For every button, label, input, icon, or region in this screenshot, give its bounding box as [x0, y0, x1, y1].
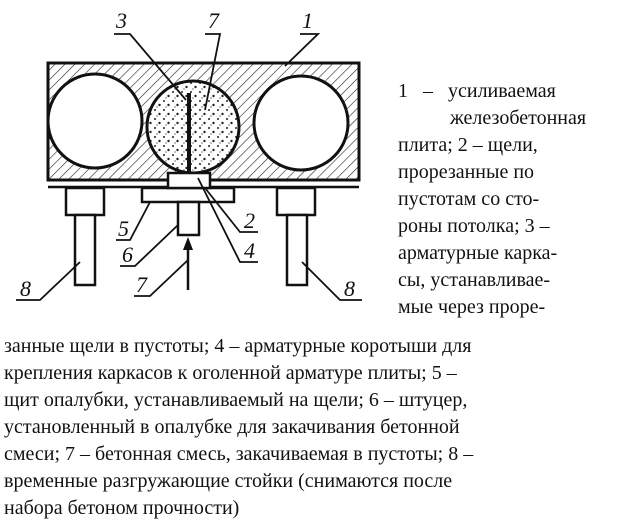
caption-column: 1 – усиливаемая железобетонная плита; 2 … [398, 78, 610, 321]
post-right-head [275, 186, 317, 217]
leader-lines [16, 33, 362, 301]
label-7-top: 7 [208, 8, 220, 33]
post-left-head [64, 186, 106, 217]
caption-line: смеси; 7 – бетонная смесь, закачиваемая … [4, 443, 474, 465]
caption-line: мые через проре- [398, 296, 546, 318]
void-left [46, 72, 144, 170]
caption-line: пустотам со сто- [398, 188, 540, 210]
fitting [176, 200, 201, 237]
caption-line: плита; 2 – щели, [398, 134, 538, 156]
caption-line: щит опалубки, устанавливаемый на щели; 6… [4, 389, 468, 411]
label-1: 1 [302, 8, 313, 33]
caption-line: крепления каркасов к оголенной арматуре … [4, 362, 457, 384]
label-8-left: 8 [20, 276, 31, 301]
caption-line: прорезанные по [398, 161, 535, 183]
label-2: 2 [244, 208, 255, 233]
caption-line: сы, устанавливае- [398, 269, 551, 291]
void-right [252, 74, 350, 172]
void-center [145, 79, 241, 175]
formwork-shield [140, 186, 236, 204]
caption-line: железобетонная [450, 107, 587, 129]
post-right [285, 213, 309, 287]
slot [166, 171, 212, 190]
label-5: 5 [118, 216, 129, 241]
caption-line: набора бетоном прочности) [4, 497, 240, 519]
caption-line: 1 – усиливаемая [398, 80, 556, 102]
label-3: 3 [115, 8, 127, 33]
caption-line: установленный в опалубке для закачивания… [4, 416, 460, 438]
post-left [73, 213, 97, 287]
caption-wide: занные щели в пустоты; 4 – арматурные ко… [4, 333, 610, 522]
caption-line: арматурные карка- [398, 242, 558, 264]
label-7-bottom: 7 [136, 272, 148, 297]
caption-line: занные щели в пустоты; 4 – арматурные ко… [4, 335, 472, 357]
label-4: 4 [244, 238, 255, 263]
caption-line: временные разгружающие стойки (снимаются… [4, 470, 453, 492]
caption-line: роны потолка; 3 – [398, 215, 550, 237]
label-6: 6 [122, 242, 133, 267]
label-8-right: 8 [344, 276, 355, 301]
